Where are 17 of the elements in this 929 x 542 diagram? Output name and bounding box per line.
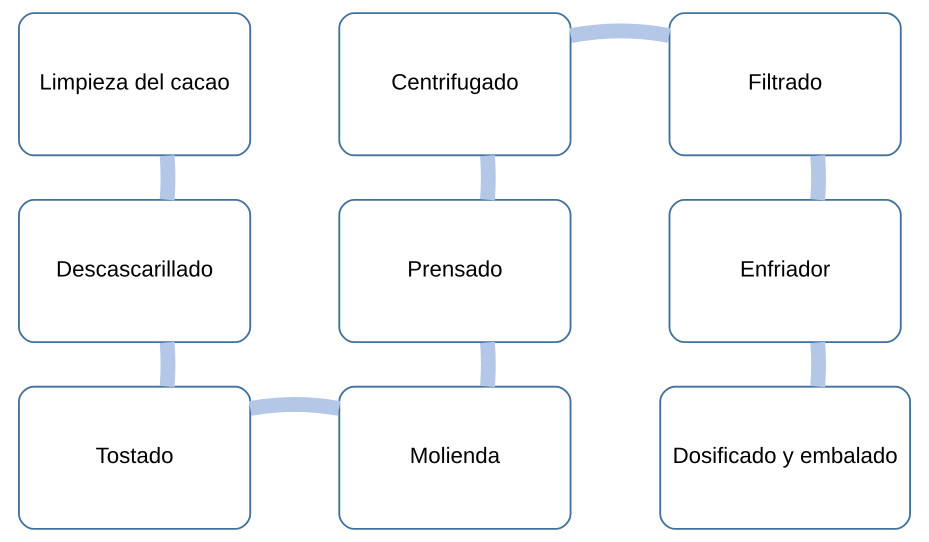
connector xyxy=(249,397,340,416)
node-box: Prensado xyxy=(338,198,572,344)
node-box: Dosificado y embalado xyxy=(659,386,911,530)
connector xyxy=(160,342,176,388)
node-box: Tostado xyxy=(18,386,252,530)
node-box: Limpieza del cacao xyxy=(18,12,252,156)
connector xyxy=(160,155,176,200)
node-box: Enfriador xyxy=(668,198,902,344)
connector xyxy=(810,342,826,388)
connector xyxy=(569,24,670,43)
node-box: Molienda xyxy=(338,386,572,530)
node-box: Centrifugado xyxy=(338,12,572,156)
connector xyxy=(810,155,826,200)
node-box: Filtrado xyxy=(668,12,902,156)
connector xyxy=(480,155,496,200)
node-box: Descascarillado xyxy=(18,198,252,344)
connector xyxy=(480,342,496,388)
